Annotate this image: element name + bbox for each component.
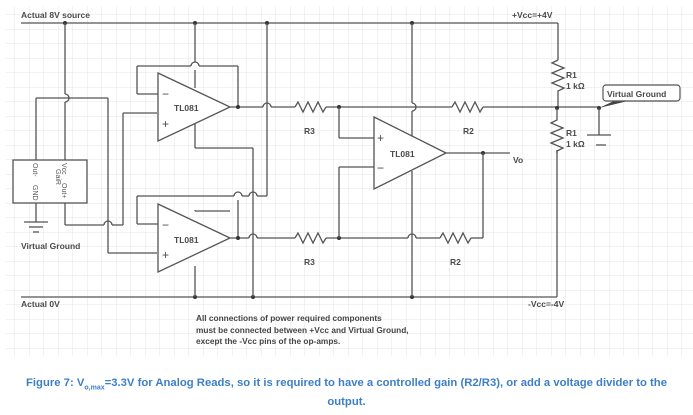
caption-prefix: Figure 7: V [26, 377, 85, 389]
vcc-positive-label: +Vcc=+4V [512, 10, 553, 20]
sensor-pin-out-plus: Out+ [60, 183, 67, 198]
top-rail: Actual 8V source +Vcc=+4V [21, 10, 559, 60]
r2-bottom-label: R2 [450, 257, 461, 267]
circuit-schematic: Actual 8V source +Vcc=+4V Actual 0V -Vcc… [5, 6, 693, 356]
virtual-ground-node: Virtual Ground [587, 84, 681, 146]
opamp-u1-inverting: − [162, 87, 169, 101]
r3-top-label: R3 [304, 126, 315, 136]
sensor-pin-gair: GaiR [54, 169, 61, 185]
bottom-rail: Actual 0V -Vcc=-4V [21, 150, 564, 309]
opamp-u2-label: TL081 [174, 235, 199, 245]
r1-bottom-name: R1 [566, 128, 577, 138]
sensor-pin-gnd: GND [31, 185, 38, 201]
virtual-ground-left-label: Virtual Ground [21, 241, 80, 251]
caption-text: =3.3V for Analog Reads, so it is require… [104, 377, 667, 389]
resistor-r2-bottom: R2 [416, 231, 483, 267]
virtual-ground-callout-label: Virtual Ground [607, 89, 666, 99]
opamp-u2-noninverting: + [162, 248, 169, 262]
opamp-u2-inverting: − [162, 218, 169, 232]
opamp-u3-inverting: − [377, 161, 384, 175]
power-note-line: All connections of power required compon… [196, 313, 382, 323]
opamp-u3: TL081 + − Vo [338, 23, 523, 297]
opamp-u2: TL081 − + [136, 23, 295, 297]
opamp-u3-noninverting: + [377, 131, 384, 145]
power-note-line: except the -Vcc pins of the op-amps. [196, 336, 341, 346]
caption-line2: output. [327, 396, 366, 409]
r1-bottom-value: 1 kΩ [566, 139, 585, 149]
caption-subscript: o,max [84, 384, 105, 392]
resistor-r2-top: R2 [412, 100, 599, 136]
power-note-line: must be connected between +Vcc and Virtu… [196, 324, 409, 335]
virtual-ground-callout [602, 84, 681, 102]
sensor-pin-out-minus: Out- [31, 163, 38, 177]
bottom-rail-label: Actual 0V [21, 299, 60, 309]
r2-top-label: R2 [463, 126, 474, 136]
opamp-u3-label: TL081 [390, 149, 415, 159]
output-vo-label: Vo [513, 155, 523, 165]
figure-caption: Figure 7: Vo,max=3.3V for Analog Reads, … [0, 376, 693, 410]
grid-background [5, 6, 693, 356]
opamp-u1-label: TL081 [174, 103, 199, 113]
r3-bottom-label: R3 [304, 257, 315, 267]
vcc-negative-label: -Vcc=-4V [528, 299, 564, 309]
sensor-pin-vcc: Vcc [60, 163, 67, 175]
resistor-r1-bottom: R1 1 kΩ [549, 108, 585, 153]
sensor-module: Out- GND Vcc Out+ GaiR Virtual Ground [12, 23, 157, 254]
opamp-u1-noninverting: + [162, 117, 169, 131]
power-note: All connections of power required compon… [196, 313, 409, 348]
r1-top-name: R1 [566, 70, 577, 80]
opamp-u1: TL081 − + [136, 23, 295, 297]
r1-top-value: 1 kΩ [566, 81, 585, 91]
top-rail-label: Actual 8V source [21, 10, 90, 20]
